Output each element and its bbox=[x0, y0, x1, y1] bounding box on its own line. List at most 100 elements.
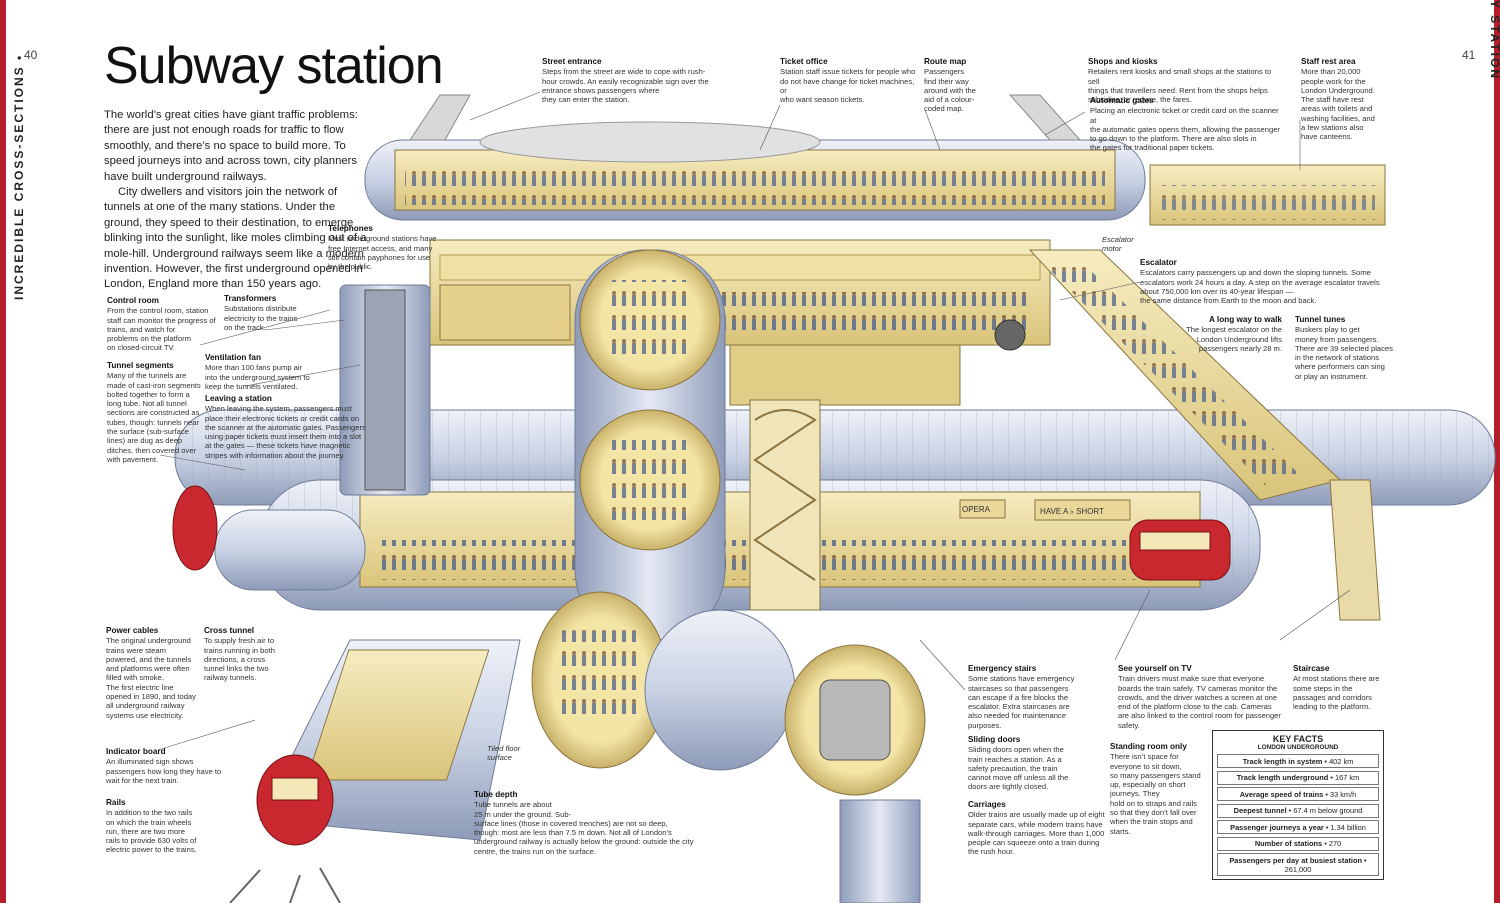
annotation-line: cannot move off unless all the bbox=[968, 773, 1069, 783]
annotation-line: everyone to sit down, bbox=[1110, 761, 1182, 771]
annotation-line: areas with toilets and bbox=[1301, 104, 1373, 114]
key-fact-value: • 402 km bbox=[1322, 756, 1354, 766]
annotation-line: The first electric line bbox=[106, 682, 174, 692]
annotation-line: journeys. They bbox=[1110, 789, 1160, 799]
annotation-line: aid of a colour- bbox=[924, 95, 975, 105]
annotation-line: using paper tickets must insert them int… bbox=[205, 432, 362, 442]
annotation-line: trains, and watch for bbox=[107, 324, 176, 334]
annotation-line: More than 100 fans pump air bbox=[205, 363, 303, 373]
annotation-line: To supply fresh air to bbox=[204, 636, 275, 646]
annotation-line: directions, a cross bbox=[204, 654, 266, 664]
annotation-line: place their electronic tickets or credit… bbox=[205, 413, 360, 423]
annotation-title: Power cables bbox=[106, 626, 159, 635]
annotation-line: lines) are dug as deep bbox=[107, 436, 183, 446]
annotation-line: There are 39 selected places bbox=[1295, 343, 1393, 353]
annotation-line: things that travellers need. Rent from t… bbox=[1088, 85, 1268, 95]
annotation-line: train reaches a station. As a bbox=[968, 754, 1062, 764]
annotation-line: the scanner at the automatic gates. Pass… bbox=[205, 422, 366, 432]
annotation-line: on which the train wheels bbox=[106, 817, 192, 827]
annotation-line: the gates for traditional paper tickets. bbox=[1090, 143, 1215, 153]
page-title: Subway station bbox=[104, 37, 444, 95]
annotation-line: filled with smoke. bbox=[106, 673, 164, 683]
annotation-title: See yourself on TV bbox=[1118, 664, 1192, 673]
intro-text: The world’s great cities have giant traf… bbox=[104, 108, 374, 293]
intro-paragraph-2: City dwellers and visitors join the netw… bbox=[104, 186, 367, 291]
annotation-line: surface lines (those in covered trenches… bbox=[474, 818, 668, 828]
key-facts-subtitle: LONDON UNDERGROUND bbox=[1257, 744, 1339, 751]
annotation-line: centre, the trains run on the surface. bbox=[474, 846, 596, 856]
key-fact-label: Deepest tunnel bbox=[1233, 806, 1287, 815]
annotation-line: into the underground system to bbox=[205, 372, 310, 382]
lower-platform-tunnel bbox=[644, 609, 796, 771]
key-fact-row: Deepest tunnel • 67.4 m below ground bbox=[1217, 803, 1379, 818]
label-tiled-floor-line2: surface bbox=[487, 753, 512, 762]
annotation-line: by the public. bbox=[328, 262, 373, 272]
annotation-line: tunnel links the two bbox=[204, 664, 269, 674]
annotation-title: Staff rest area bbox=[1301, 57, 1356, 66]
annotation-line: Placing an electronic ticket or credit c… bbox=[1090, 106, 1279, 125]
annotation-line: Station staff issue tickets for people w… bbox=[780, 67, 916, 77]
annotation-line: The staff have rest bbox=[1301, 95, 1364, 105]
annotation-title: Tunnel segments bbox=[107, 361, 174, 370]
annotation-title: Tube depth bbox=[474, 790, 518, 799]
annotation-line: when the train stops and bbox=[1110, 817, 1193, 827]
annotation-line: keep the tunnels ventilated. bbox=[205, 381, 298, 391]
key-fact-row: Number of stations • 270 bbox=[1217, 836, 1379, 851]
annotation-line: Retailers rent kiosks and small shops at… bbox=[1088, 67, 1272, 86]
annotation-line: From the control room, station bbox=[107, 306, 209, 316]
annotation-line: money from passengers. bbox=[1295, 334, 1379, 344]
annotation-line: are also linked to the control room for … bbox=[1118, 711, 1281, 721]
annotation-line: they can enter the station. bbox=[542, 95, 630, 105]
annotation-line: Substations distribute bbox=[224, 304, 297, 314]
annotation-line: An illuminated sign shows bbox=[106, 757, 194, 767]
key-fact-row: Track length in system • 402 km bbox=[1217, 754, 1379, 768]
label-tiled-floor-line1: Tiled floor bbox=[487, 744, 521, 753]
annotation-line: railway tunnels. bbox=[204, 673, 257, 683]
annotation-line: electric power to the trains. bbox=[106, 845, 197, 855]
annotation-line: so that they don’t fall over bbox=[1110, 808, 1197, 818]
annotation-line: walk-through carriages. More than 1,000 bbox=[968, 828, 1105, 838]
annotation-line: all underground railway bbox=[106, 701, 185, 711]
annotation-line: passengers nearly 28 m. bbox=[1198, 343, 1282, 353]
label-tiled-floor: Tiled floor surface bbox=[487, 744, 520, 762]
key-fact-label: Number of stations bbox=[1254, 839, 1323, 848]
annotation-line: entrance shows passengers where bbox=[542, 85, 660, 95]
right-page-edge bbox=[1494, 0, 1500, 903]
cross-tunnel bbox=[214, 509, 366, 591]
annotation-line: 25 m under the ground. Sub- bbox=[474, 809, 572, 819]
annotation-line: Buskers play to get bbox=[1295, 325, 1360, 335]
annotation-line: the same distance from Earth to the moon… bbox=[1140, 296, 1317, 306]
annotation-line: Tube tunnels are about bbox=[474, 800, 552, 810]
annotation-line: at the gates — these tickets have magnet… bbox=[205, 441, 351, 451]
key-fact-value: • 33 km/h bbox=[1323, 789, 1357, 799]
annotation-title: Staircase bbox=[1293, 664, 1330, 673]
annotation-line: London Underground. bbox=[1301, 85, 1375, 95]
annotation-line: The original underground bbox=[106, 636, 191, 646]
annotation-line: where performers can sing bbox=[1295, 362, 1385, 372]
annotation-title: Indicator board bbox=[106, 747, 166, 756]
key-facts-title: KEY FACTS bbox=[1272, 734, 1324, 744]
annotation-line: There isn’t space for bbox=[1110, 752, 1179, 762]
annotation-line: passengers how long they have to bbox=[106, 766, 222, 776]
left-page-edge bbox=[0, 0, 6, 903]
left-page-number: 40 bbox=[24, 48, 38, 62]
annotation-title: Street entrance bbox=[542, 57, 602, 66]
annotation-line: staff can monitor the progress of bbox=[107, 315, 216, 325]
key-fact-row: Passengers per day at busiest station • … bbox=[1217, 853, 1379, 876]
annotation-line: do not have change for ticket machines, … bbox=[780, 76, 915, 95]
annotation-title: Shops and kiosks bbox=[1088, 57, 1158, 66]
annotation-line: Older trains are usually made up of eigh… bbox=[968, 810, 1105, 820]
